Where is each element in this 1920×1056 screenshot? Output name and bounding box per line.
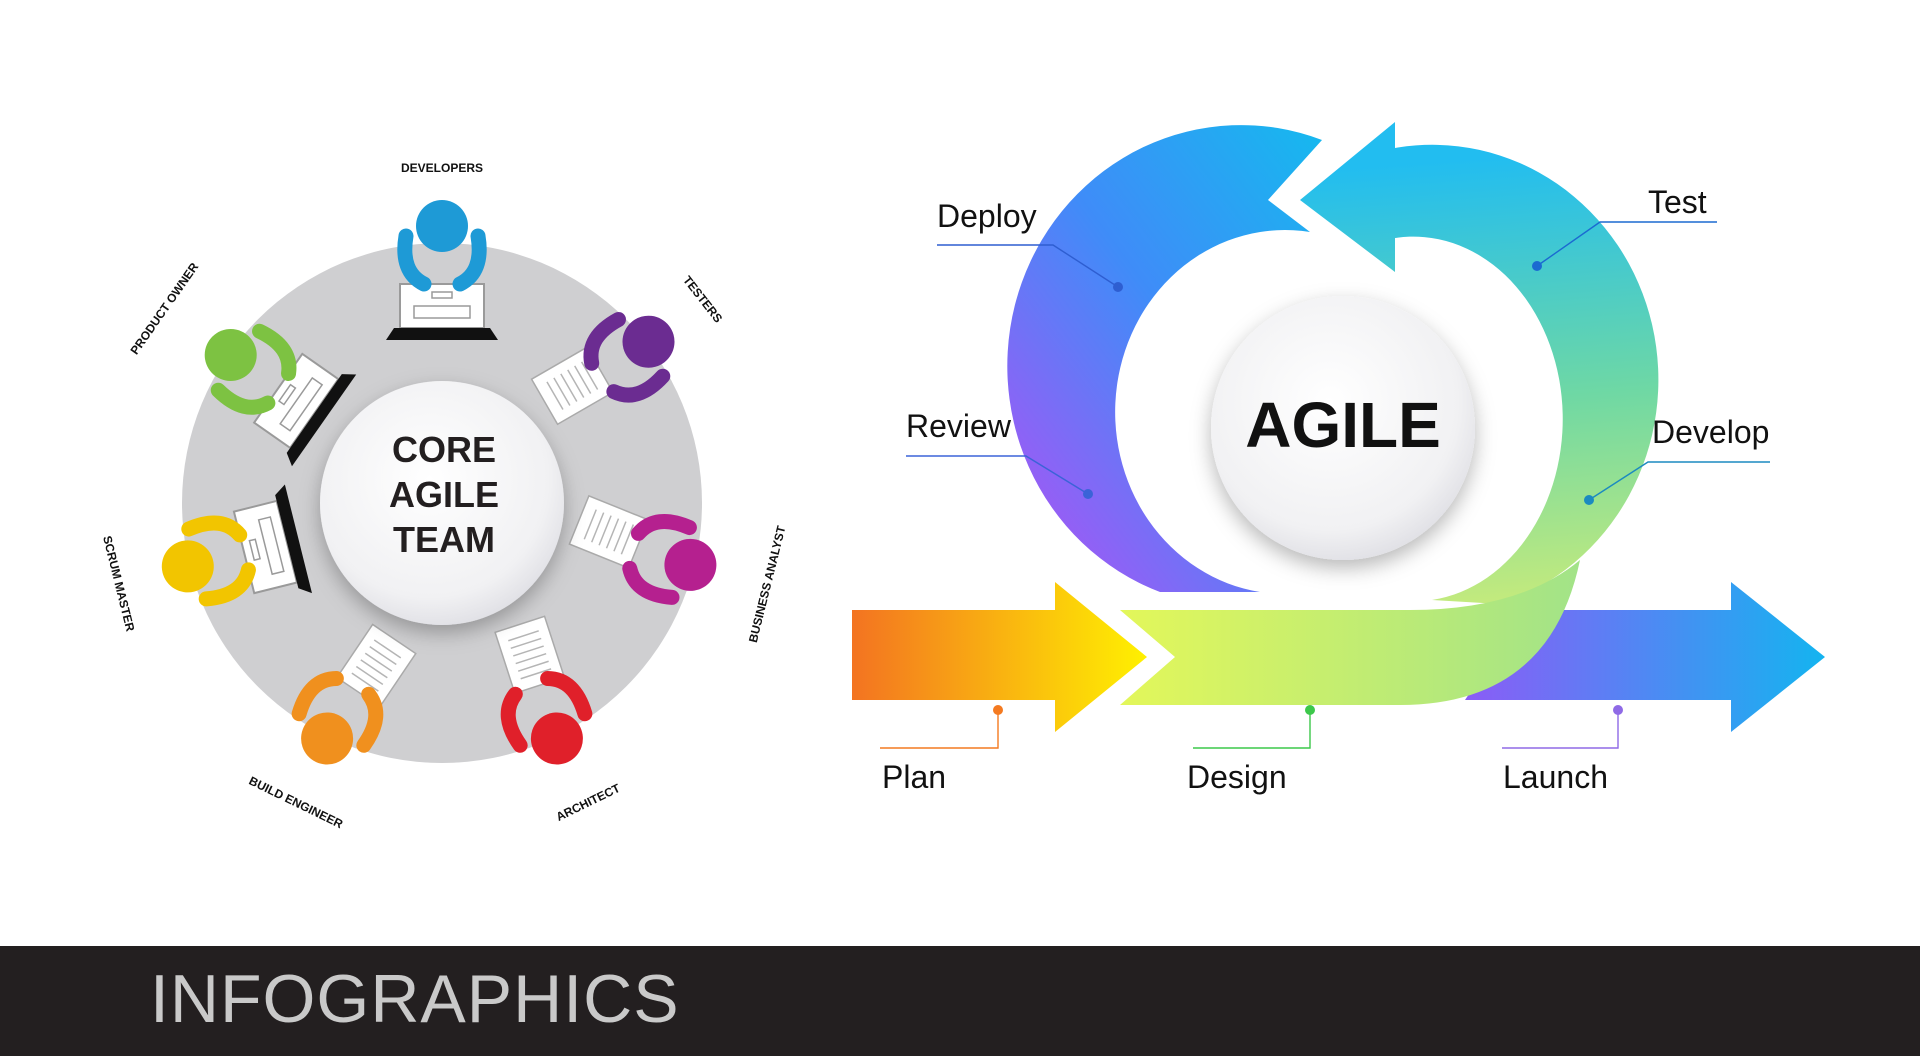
- product-owner-head: [204, 329, 257, 381]
- callout-review: Review: [906, 408, 1093, 499]
- core-agile-team-diagram: DEVELOPERS TESTERS BUSINESS ANALYST ARCHITE…: [100, 161, 789, 831]
- build-engineer-arm-left: [356, 686, 384, 753]
- design-dot: [1305, 705, 1315, 715]
- agile-cycle-diagram: AGILE Deploy Test Review Develop Plan: [852, 122, 1825, 795]
- review-dot: [1083, 489, 1093, 499]
- role-label-build-engineer: BUILD ENGINEER: [247, 774, 346, 832]
- role-label-scrum-master: SCRUM MASTER: [100, 534, 137, 633]
- business-analyst-arm-right: [622, 560, 680, 605]
- role-testers: [530, 311, 675, 426]
- architect-arm-left: [540, 670, 593, 722]
- business-analyst-arm-left: [630, 514, 697, 541]
- role-build-engineer: [291, 623, 417, 765]
- plan-dot: [993, 705, 1003, 715]
- testers-head: [622, 315, 675, 368]
- developers-head: [416, 200, 468, 252]
- stage-label-plan: Plan: [882, 759, 946, 795]
- stage-label-review: Review: [906, 408, 1012, 444]
- callout-design: Design: [1187, 705, 1315, 795]
- build-engineer-head: [301, 712, 354, 765]
- agile-center-label: AGILE: [1245, 389, 1441, 461]
- test-dot: [1532, 261, 1542, 271]
- role-developers: [386, 200, 498, 340]
- core-center: CORE AGILE TEAM: [320, 381, 564, 625]
- callout-deploy: Deploy: [937, 198, 1123, 292]
- plan-arrow: [852, 582, 1147, 732]
- role-label-architect: ARCHITECT: [554, 781, 623, 824]
- design-band: [1120, 560, 1580, 705]
- developers-arm-left: [397, 228, 432, 292]
- role-label-business-analyst: BUSINESS ANALYST: [746, 524, 789, 644]
- build-engineer-document: [335, 623, 417, 708]
- deploy-review-arc: [1007, 125, 1322, 592]
- callout-plan: Plan: [880, 705, 1003, 795]
- footer-bar: INFOGRAPHICS: [0, 946, 1920, 1056]
- stage-label-deploy: Deploy: [937, 198, 1037, 234]
- stage-label-launch: Launch: [1503, 759, 1608, 795]
- business-analyst-document: [568, 494, 650, 570]
- build-engineer-arm-right: [291, 670, 344, 722]
- testers-arm-left: [583, 311, 626, 371]
- business-analyst-head: [664, 538, 717, 591]
- core-center-line: TEAM: [393, 519, 495, 560]
- product-owner-arm-right: [252, 323, 297, 382]
- launch-dot: [1613, 705, 1623, 715]
- deploy-dot: [1113, 282, 1123, 292]
- callout-launch: Launch: [1502, 705, 1623, 795]
- callout-develop: Develop: [1584, 414, 1770, 505]
- core-center-disc: [320, 381, 564, 625]
- stage-label-develop: Develop: [1652, 414, 1769, 450]
- stage-label-test: Test: [1648, 184, 1707, 220]
- role-label-developers: DEVELOPERS: [401, 161, 483, 175]
- footer-title: INFOGRAPHICS: [150, 961, 680, 1037]
- test-develop-arc: [1300, 122, 1659, 604]
- scrum-master-arm-right: [181, 515, 248, 543]
- architect-arm-right: [500, 686, 528, 753]
- role-business-analyst: [568, 494, 717, 605]
- agile-center-disc: [1211, 296, 1475, 560]
- core-center-line: AGILE: [389, 474, 499, 515]
- stage-label-design: Design: [1187, 759, 1287, 795]
- role-product-owner: [204, 323, 357, 467]
- developers-arm-right: [452, 228, 487, 292]
- scrum-master-arm-left: [198, 562, 256, 607]
- develop-dot: [1584, 495, 1594, 505]
- core-center-line: CORE: [392, 429, 496, 470]
- role-architect: [494, 615, 593, 765]
- architect-head: [530, 712, 583, 765]
- scrum-master-head: [161, 540, 214, 593]
- role-label-product-owner: PRODUCT OWNER: [128, 260, 202, 357]
- role-label-testers: TESTERS: [680, 273, 725, 325]
- product-owner-arm-left: [210, 382, 276, 415]
- testers-arm-right: [606, 368, 671, 403]
- callout-test: Test: [1532, 184, 1717, 271]
- role-scrum-master: [161, 484, 312, 607]
